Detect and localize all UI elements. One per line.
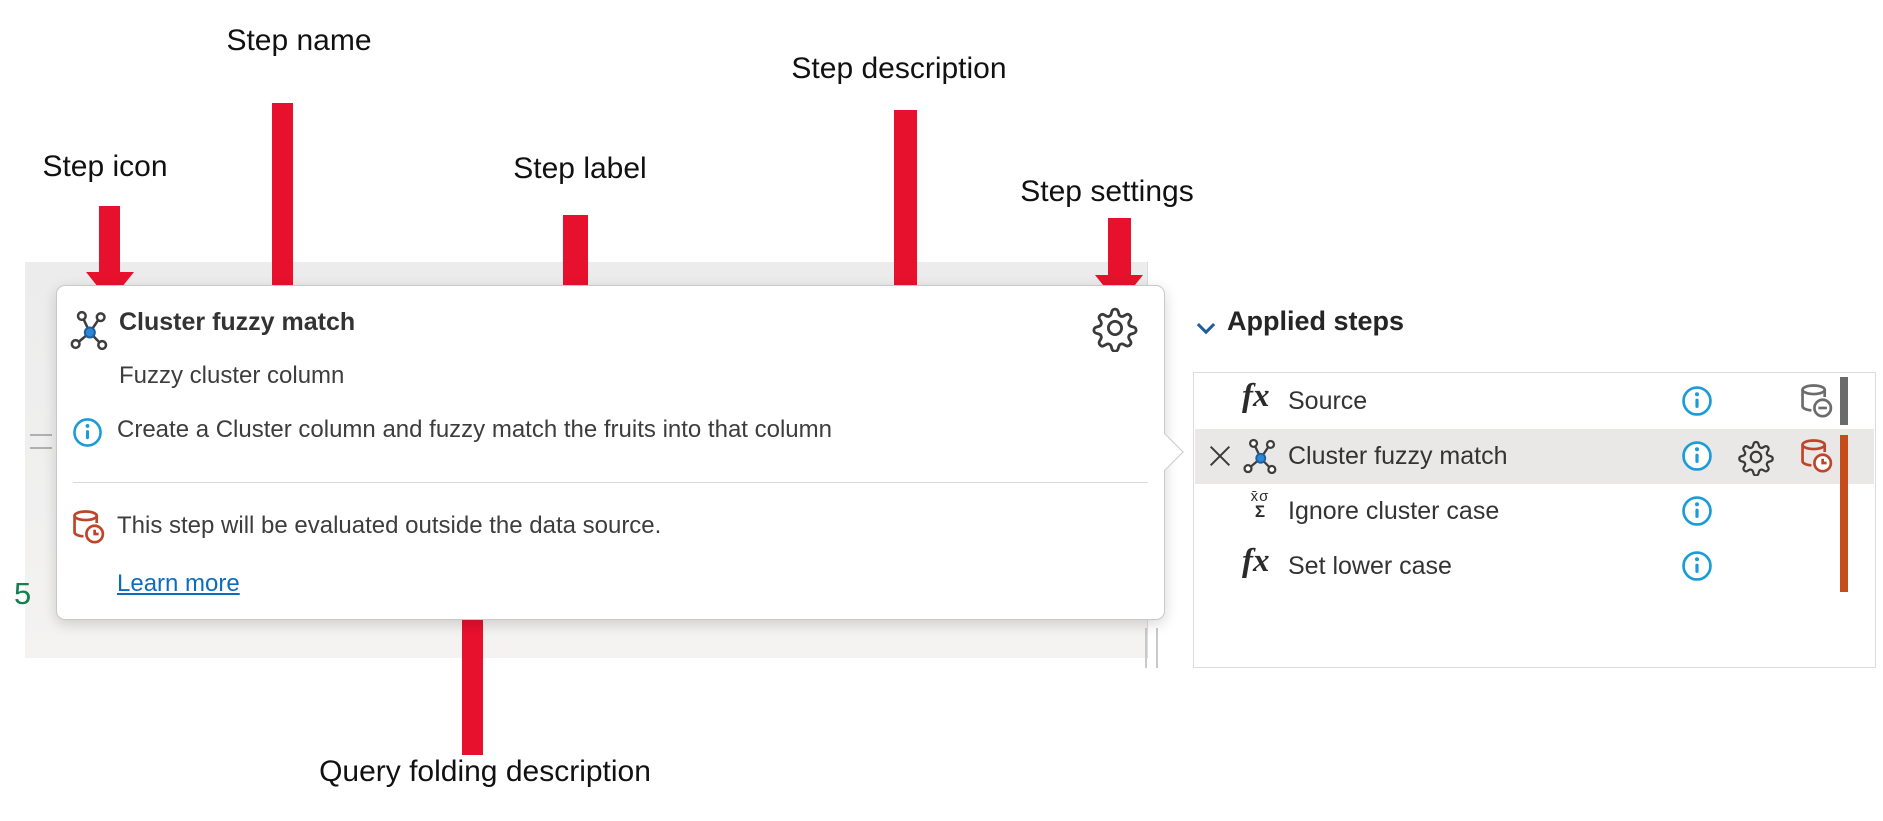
info-icon bbox=[72, 417, 103, 448]
learn-more-link[interactable]: Learn more bbox=[117, 570, 240, 597]
editor-fragment-line bbox=[30, 447, 52, 449]
step-row-label: Ignore cluster case bbox=[1288, 497, 1500, 525]
annotation-step-icon: Step icon bbox=[42, 150, 168, 183]
chevron-down-icon[interactable] bbox=[1194, 316, 1218, 340]
fx-icon: fx bbox=[1242, 543, 1270, 579]
folding-indicator-bar-not-folded bbox=[1840, 435, 1848, 592]
tooltip-callout-pointer-cover bbox=[1152, 432, 1164, 474]
delete-step-icon[interactable] bbox=[1206, 442, 1234, 470]
step-row-source[interactable]: fx Source bbox=[1195, 374, 1874, 429]
step-row-cluster-fuzzy-match[interactable]: Cluster fuzzy match bbox=[1195, 429, 1874, 484]
step-label-text: Fuzzy cluster column bbox=[119, 362, 345, 389]
fx-icon: fx bbox=[1242, 378, 1270, 414]
editor-line-number: 5 bbox=[14, 576, 32, 611]
step-tooltip-card: Cluster fuzzy match Fuzzy cluster column… bbox=[56, 285, 1165, 620]
info-icon[interactable] bbox=[1681, 495, 1713, 527]
tooltip-divider bbox=[73, 482, 1148, 483]
info-icon[interactable] bbox=[1681, 550, 1713, 582]
gear-icon[interactable] bbox=[1091, 304, 1139, 352]
step-description-text: Create a Cluster column and fuzzy match … bbox=[117, 416, 832, 443]
step-name-arrow bbox=[272, 103, 293, 293]
step-name-text: Cluster fuzzy match bbox=[119, 308, 356, 336]
editor-scrollbar-line bbox=[1145, 628, 1147, 668]
annotation-query-folding: Query folding description bbox=[319, 755, 651, 788]
annotation-step-label: Step label bbox=[513, 152, 647, 185]
info-icon[interactable] bbox=[1681, 385, 1713, 417]
query-folding-text: This step will be evaluated outside the … bbox=[117, 512, 662, 539]
step-row-ignore-cluster-case[interactable]: x̄σ Σ Ignore cluster case bbox=[1195, 484, 1874, 539]
applied-steps-panel: fx Source bbox=[1193, 372, 1876, 668]
database-clock-icon bbox=[69, 508, 107, 546]
annotation-step-description: Step description bbox=[791, 52, 1007, 85]
folding-indicator-bar-folded bbox=[1840, 377, 1848, 425]
step-icon-arrow bbox=[99, 206, 120, 274]
editor-fragment-line bbox=[30, 434, 52, 436]
gear-icon[interactable] bbox=[1737, 438, 1775, 476]
statistics-icon: x̄σ Σ bbox=[1250, 488, 1270, 521]
annotation-step-name: Step name bbox=[226, 24, 372, 57]
applied-steps-header[interactable]: Applied steps bbox=[1227, 306, 1405, 336]
database-clock-icon bbox=[1797, 437, 1835, 475]
editor-scrollbar-line bbox=[1156, 628, 1158, 668]
step-row-label: Cluster fuzzy match bbox=[1288, 442, 1508, 470]
cluster-icon bbox=[1242, 438, 1278, 474]
step-row-label: Set lower case bbox=[1288, 552, 1452, 580]
step-row-label: Source bbox=[1288, 387, 1368, 415]
step-settings-arrow bbox=[1108, 218, 1131, 276]
cluster-icon bbox=[69, 310, 109, 350]
step-row-set-lower-case[interactable]: fx Set lower case bbox=[1195, 539, 1874, 594]
database-minus-icon bbox=[1797, 382, 1835, 420]
query-folding-arrow bbox=[462, 579, 483, 755]
annotation-step-settings: Step settings bbox=[1020, 175, 1194, 208]
info-icon[interactable] bbox=[1681, 440, 1713, 472]
